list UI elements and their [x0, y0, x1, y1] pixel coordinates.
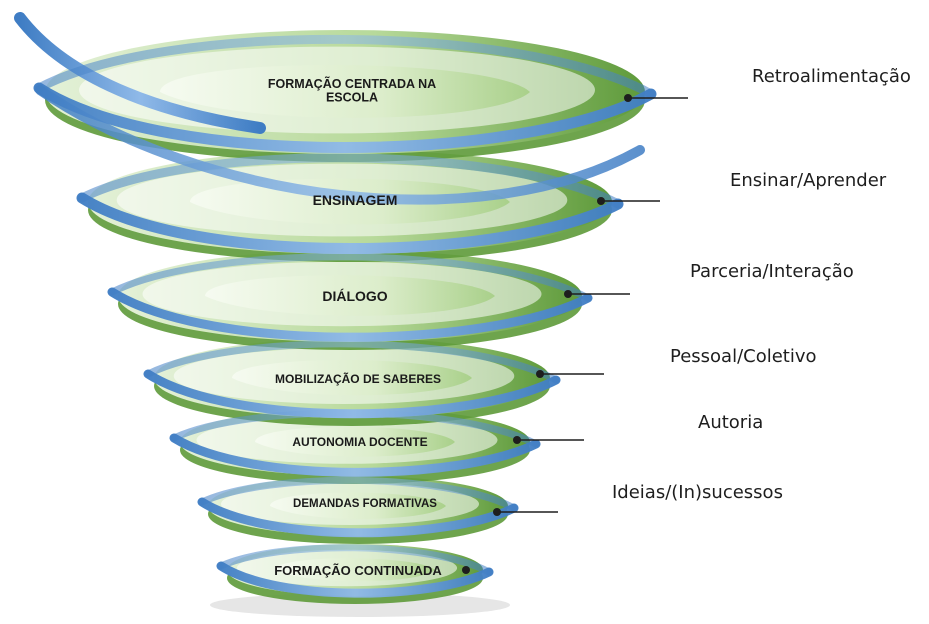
ring-inner-pad [270, 492, 446, 519]
ribbon-front-arc [216, 561, 494, 598]
ribbon-back-arc [217, 544, 493, 576]
ribbon-front-arc [197, 497, 519, 538]
ribbon-front-arc [76, 192, 624, 255]
blue-spiral-ribbon [14, 12, 657, 598]
level-label: AUTONOMIA DOCENTE [292, 435, 427, 449]
level-label: MOBILIZAÇÃO DE SABERES [275, 371, 441, 386]
ring-inner-pad [255, 426, 455, 457]
side-label: Retroalimentação [752, 66, 911, 87]
side-label: Ensinar/Aprender [730, 170, 887, 191]
ribbon-sweep [35, 85, 645, 205]
ring-inner-pad [190, 178, 510, 225]
side-label: Parceria/Interação [690, 261, 854, 282]
level-label: DEMANDAS FORMATIVAS [293, 498, 437, 510]
ribbon-tail [14, 12, 266, 134]
ribbon-back-arc [144, 340, 560, 384]
ribbon-back-arc [108, 253, 592, 302]
side-label: Ideias/(In)sucessos [612, 482, 783, 503]
connector-dot [462, 566, 470, 574]
level-label: ENSINAGEM [313, 192, 398, 208]
connector-lines [462, 94, 688, 574]
ribbon-back-arc [170, 409, 540, 448]
ribbon-front-arc [33, 82, 657, 154]
ring-inner-pad [205, 275, 495, 316]
level-label: FORMAÇÃO CENTRADA NA [268, 76, 436, 91]
ribbon-front-arc [169, 433, 541, 477]
side-label: Pessoal/Coletivo [670, 346, 817, 367]
level-label-line2: ESCOLA [326, 91, 378, 105]
level-label: FORMAÇÃO CONTINUADA [274, 563, 442, 578]
ring-inner-pad [275, 558, 435, 582]
ring-inner-pad [232, 360, 472, 396]
side-label: Autoria [698, 412, 764, 433]
level-label: DIÁLOGO [322, 288, 387, 304]
ribbon-back-arc [198, 476, 518, 512]
ribbon-front-arc [107, 287, 593, 342]
ribbon-back-arc [34, 34, 656, 99]
ring-inner-pad [160, 65, 530, 118]
funnel-ring [45, 30, 645, 162]
